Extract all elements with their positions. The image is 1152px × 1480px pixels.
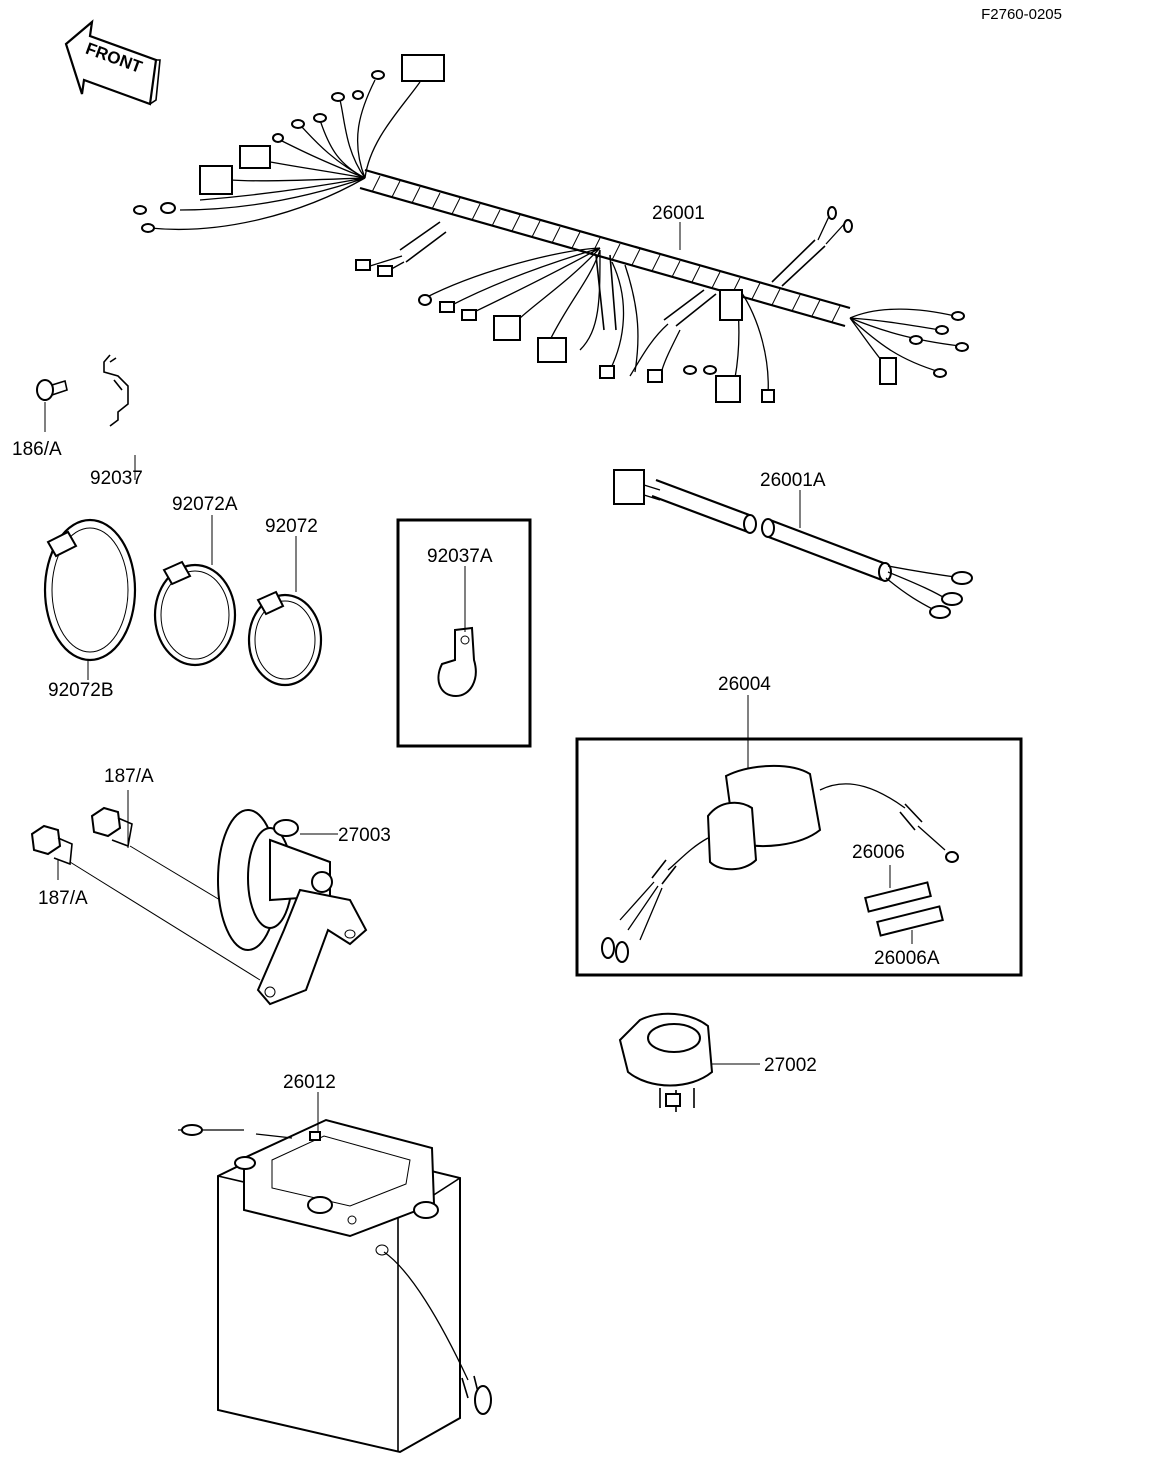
unit-26004 (601, 765, 959, 963)
callout-92072b: 92072B (48, 680, 114, 701)
switch-27002 (618, 1012, 714, 1112)
clamp-92037a-box (396, 518, 532, 748)
bolt-187a-bottom (30, 824, 73, 866)
band-clamp-92072 (247, 590, 323, 687)
callout-26006a: 26006A (874, 948, 940, 969)
callout-26004: 26004 (718, 674, 771, 695)
horn-27003 (217, 809, 368, 1006)
callout-26001a: 26001A (760, 470, 826, 491)
band-clamp-92072a (153, 560, 237, 667)
callout-27003: 27003 (338, 825, 391, 846)
callout-26001: 26001 (652, 203, 705, 224)
battery-26012 (178, 1118, 492, 1454)
figure-code: F2760-0205 (981, 6, 1062, 23)
callout-187a-top: 187/A (104, 766, 154, 787)
callout-26012: 26012 (283, 1072, 336, 1093)
callout-92072a: 92072A (172, 494, 238, 515)
callout-92037: 92037 (90, 468, 143, 489)
bolt-186a (36, 379, 68, 401)
clip-92037 (103, 354, 129, 427)
callout-27002: 27002 (764, 1055, 817, 1076)
callout-26006: 26006 (852, 842, 905, 863)
unit-26004-box (575, 737, 1023, 977)
front-arrow-icon: FRONT (64, 19, 161, 106)
callout-187a-bottom: 187/A (38, 888, 88, 909)
sub-harness-26001a (613, 469, 973, 619)
band-clamp-92072b (43, 518, 137, 662)
clamp-92037a (437, 626, 477, 698)
callout-92037a: 92037A (427, 546, 493, 567)
bolt-187a-top (90, 806, 133, 848)
callout-92072: 92072 (265, 516, 318, 537)
callout-186a: 186/A (12, 439, 62, 460)
main-harness (133, 54, 969, 403)
